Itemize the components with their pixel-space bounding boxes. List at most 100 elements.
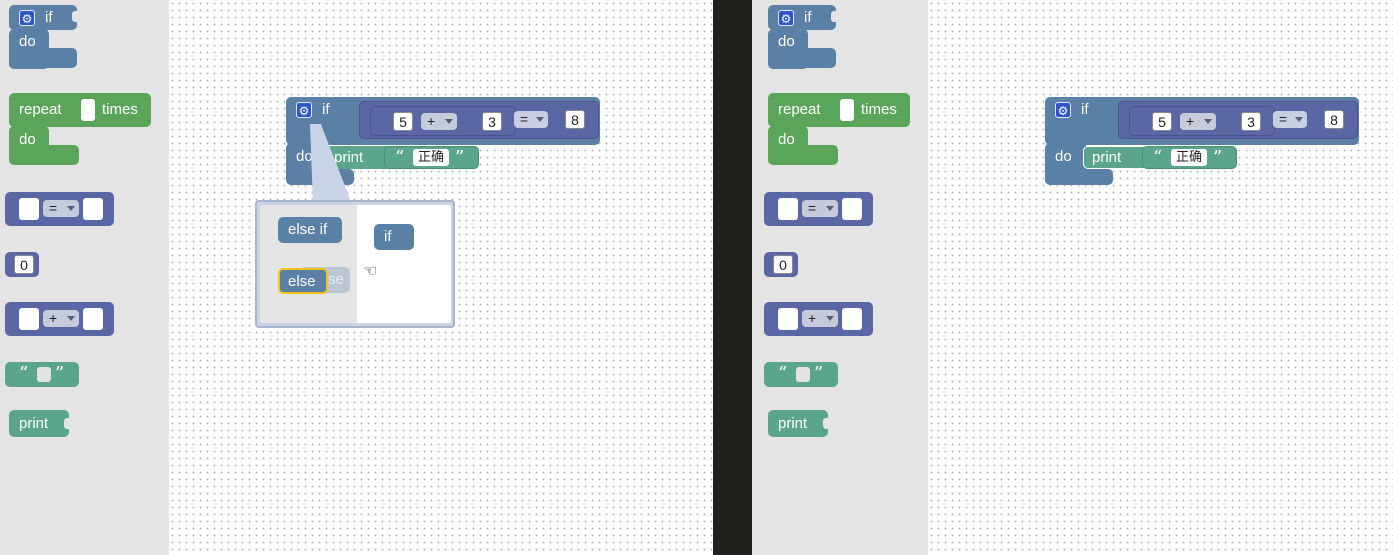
if-label: if xyxy=(322,101,330,118)
toolbox-arithmetic-block[interactable]: + xyxy=(764,302,873,336)
quote-close-icon: ” xyxy=(1213,147,1223,168)
compare-right-socket[interactable] xyxy=(842,198,862,220)
quote-open-icon: “ xyxy=(1153,147,1163,168)
toolbox-print-block[interactable]: print xyxy=(768,410,829,437)
toolbox-compare-block[interactable]: = xyxy=(764,192,873,226)
compare-block[interactable]: 5 + 3 = 8 xyxy=(1118,101,1358,139)
right-number-field[interactable]: 3 xyxy=(482,112,502,131)
text-field[interactable] xyxy=(796,367,810,382)
arith-operator-dropdown[interactable]: + xyxy=(421,113,457,130)
print-label: print xyxy=(334,149,364,166)
gear-icon[interactable]: ⚙ xyxy=(19,10,35,26)
print-block[interactable]: print “ 正确 ” xyxy=(1083,146,1238,169)
loop-do-label: do xyxy=(778,131,795,148)
arith-operator-dropdown[interactable]: + xyxy=(43,310,79,327)
arithmetic-block[interactable]: 5 + 3 xyxy=(1129,106,1275,136)
arith-right-socket[interactable] xyxy=(83,308,103,330)
string-block[interactable]: “ 正确 ” xyxy=(384,146,479,169)
print-label: print xyxy=(1092,149,1122,166)
toolbox-number-block[interactable]: 0 xyxy=(764,252,798,277)
mutator-if-block[interactable]: if xyxy=(374,224,414,250)
print-label: print xyxy=(778,415,808,432)
mutator-bubble: else if se else if xyxy=(255,200,455,328)
arith-left-socket[interactable] xyxy=(778,308,798,330)
quote-close-icon: ” xyxy=(455,147,465,168)
arith-operator-dropdown[interactable]: + xyxy=(1180,113,1216,130)
compare-right-socket[interactable] xyxy=(83,198,103,220)
quote-open-icon: “ xyxy=(778,363,788,384)
quote-open-icon: “ xyxy=(395,147,405,168)
quote-close-icon: ” xyxy=(814,363,824,384)
compare-left-socket[interactable] xyxy=(778,198,798,220)
toolbox-if-block[interactable]: ⚙ if do xyxy=(768,5,837,69)
chevron-down-icon xyxy=(1204,119,1212,124)
toolbox-number-block[interactable]: 0 xyxy=(5,252,39,277)
chevron-down-icon xyxy=(1295,117,1303,122)
do-label: do xyxy=(296,148,313,165)
arith-left-socket[interactable] xyxy=(19,308,39,330)
chevron-down-icon xyxy=(536,117,544,122)
print-block[interactable]: print “ 正确 ” xyxy=(326,146,479,169)
do-label: do xyxy=(1055,148,1072,165)
compare-operator-dropdown[interactable]: = xyxy=(1273,111,1307,128)
times-label: times xyxy=(861,101,897,118)
times-socket[interactable] xyxy=(840,99,854,121)
string-field[interactable]: 正确 xyxy=(1171,149,1207,166)
compare-block[interactable]: 5 + 3 = 8 xyxy=(359,101,599,139)
gear-icon[interactable]: ⚙ xyxy=(778,10,794,26)
right-pane: ⚙ if do repeat times do = 0 xyxy=(752,0,1393,555)
right-number-field[interactable]: 3 xyxy=(1241,112,1261,131)
canvas-if-block[interactable]: ⚙ if do 5 + 3 = 8 print “ 正确 ” xyxy=(1045,97,1359,187)
toolbox-text-block[interactable]: “ ” xyxy=(764,362,838,387)
toolbox-flyout: ⚙ if do repeat times do = 0 xyxy=(752,0,928,555)
chevron-down-icon xyxy=(445,119,453,124)
toolbox-repeat-block[interactable]: repeat times do xyxy=(9,93,151,165)
if-label: if xyxy=(804,9,812,26)
number-field[interactable]: 0 xyxy=(773,255,793,274)
toolbox-if-block[interactable]: ⚙ if do xyxy=(9,5,78,69)
compare-left-socket[interactable] xyxy=(19,198,39,220)
text-field[interactable] xyxy=(37,367,51,382)
arith-right-socket[interactable] xyxy=(842,308,862,330)
arithmetic-block[interactable]: 5 + 3 xyxy=(370,106,516,136)
do-label: do xyxy=(778,33,795,50)
chevron-down-icon xyxy=(826,206,834,211)
compare-value-field[interactable]: 8 xyxy=(1324,110,1344,129)
arith-operator-dropdown[interactable]: + xyxy=(802,310,838,327)
repeat-label: repeat xyxy=(778,101,821,118)
compare-operator-dropdown[interactable]: = xyxy=(514,111,548,128)
print-label: print xyxy=(19,415,49,432)
left-number-field[interactable]: 5 xyxy=(393,112,413,131)
if-label: if xyxy=(45,9,53,26)
left-number-field[interactable]: 5 xyxy=(1152,112,1172,131)
workspace[interactable] xyxy=(928,0,1393,555)
toolbox-print-block[interactable]: print xyxy=(9,410,70,437)
quote-close-icon: ” xyxy=(55,363,65,384)
toolbox-flyout: ⚙ if do repeat times do = 0 xyxy=(0,0,169,555)
toolbox-repeat-block[interactable]: repeat times do xyxy=(768,93,910,165)
compare-operator-dropdown[interactable]: = xyxy=(43,200,79,217)
gear-icon[interactable]: ⚙ xyxy=(296,102,312,118)
toolbox-compare-block[interactable]: = xyxy=(5,192,114,226)
repeat-label: repeat xyxy=(19,101,62,118)
if-label: if xyxy=(1081,101,1089,118)
toolbox-text-block[interactable]: “ ” xyxy=(5,362,79,387)
times-socket[interactable] xyxy=(81,99,95,121)
gear-icon[interactable]: ⚙ xyxy=(1055,102,1071,118)
hand-cursor-icon: ☜ xyxy=(363,263,378,280)
quote-open-icon: “ xyxy=(19,363,29,384)
number-field[interactable]: 0 xyxy=(14,255,34,274)
chevron-down-icon xyxy=(67,316,75,321)
else-block-selected[interactable]: else xyxy=(278,268,328,294)
toolbox-arithmetic-block[interactable]: + xyxy=(5,302,114,336)
chevron-down-icon xyxy=(67,206,75,211)
string-field[interactable]: 正确 xyxy=(413,149,449,166)
pane-divider xyxy=(713,0,752,555)
else-if-block[interactable]: else if xyxy=(278,217,342,243)
compare-value-field[interactable]: 8 xyxy=(565,110,585,129)
mutator-workspace[interactable]: if xyxy=(357,205,451,323)
string-block[interactable]: “ 正确 ” xyxy=(1142,146,1237,169)
mutator-flyout: else if se else xyxy=(260,205,357,323)
compare-operator-dropdown[interactable]: = xyxy=(802,200,838,217)
chevron-down-icon xyxy=(826,316,834,321)
